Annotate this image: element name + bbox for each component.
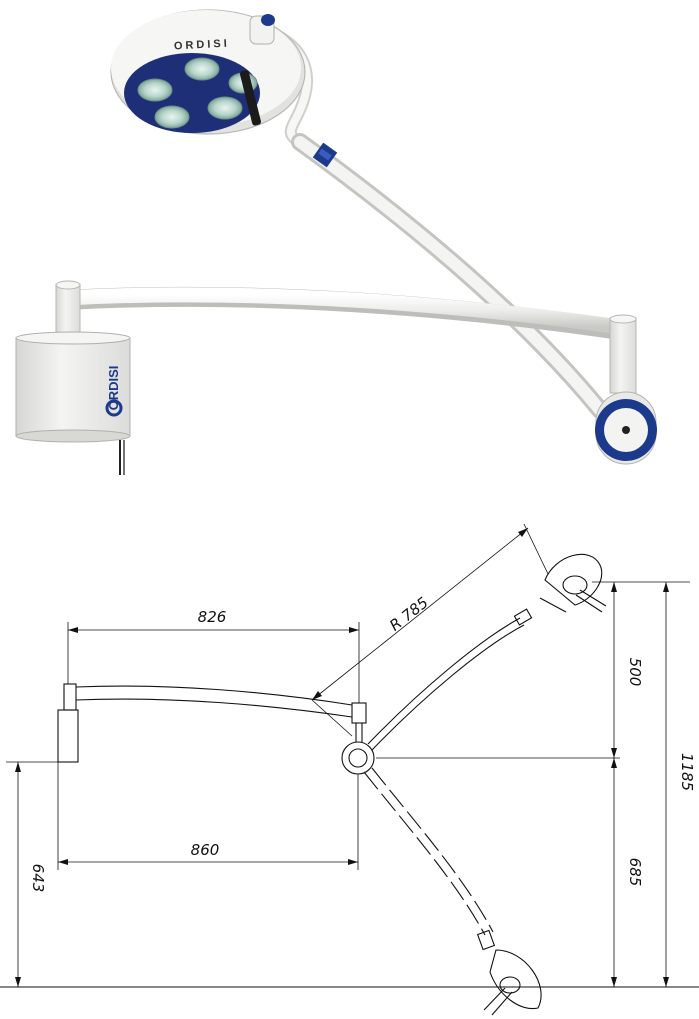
horizontal-arm: [55, 280, 637, 394]
upper-arm: [256, 24, 609, 419]
dim-head-height: 500: [611, 582, 644, 758]
dim-1185-label: 1185: [678, 753, 696, 791]
dim-lower-drop: 685: [611, 758, 644, 987]
dim-total-height: 1185: [663, 582, 696, 987]
dim-500-label: 500: [626, 658, 644, 687]
brand-logo-icon: [105, 399, 123, 417]
technical-drawing: 826 R 785 860 500 685: [0, 523, 699, 1016]
wall-mount-box: ORDISI: [15, 331, 131, 475]
dim-643-label: 643: [29, 864, 47, 893]
lamp-head: ORDISI: [110, 9, 306, 135]
dim-r785-label: R 785: [386, 593, 432, 634]
dim-upper-arm: 826: [67, 608, 360, 703]
lamp-brand-label: ORDISI: [174, 38, 230, 53]
dim-lower-arm: 860: [57, 762, 359, 870]
lamp-photo: ORDISI ORDISI: [15, 9, 657, 475]
dim-826-label: 826: [198, 608, 227, 626]
lamp-handle: [239, 70, 261, 126]
led-modules: [137, 57, 258, 129]
dim-685-label: 685: [626, 858, 644, 887]
upper-head-outline: [539, 553, 607, 613]
pivot-joint: [595, 391, 657, 465]
lower-head-outline: [483, 949, 542, 1016]
dim-860-label: 860: [191, 841, 220, 859]
dim-mount-height: 643: [15, 762, 47, 987]
base-brand-label: ORDISI: [106, 366, 121, 411]
